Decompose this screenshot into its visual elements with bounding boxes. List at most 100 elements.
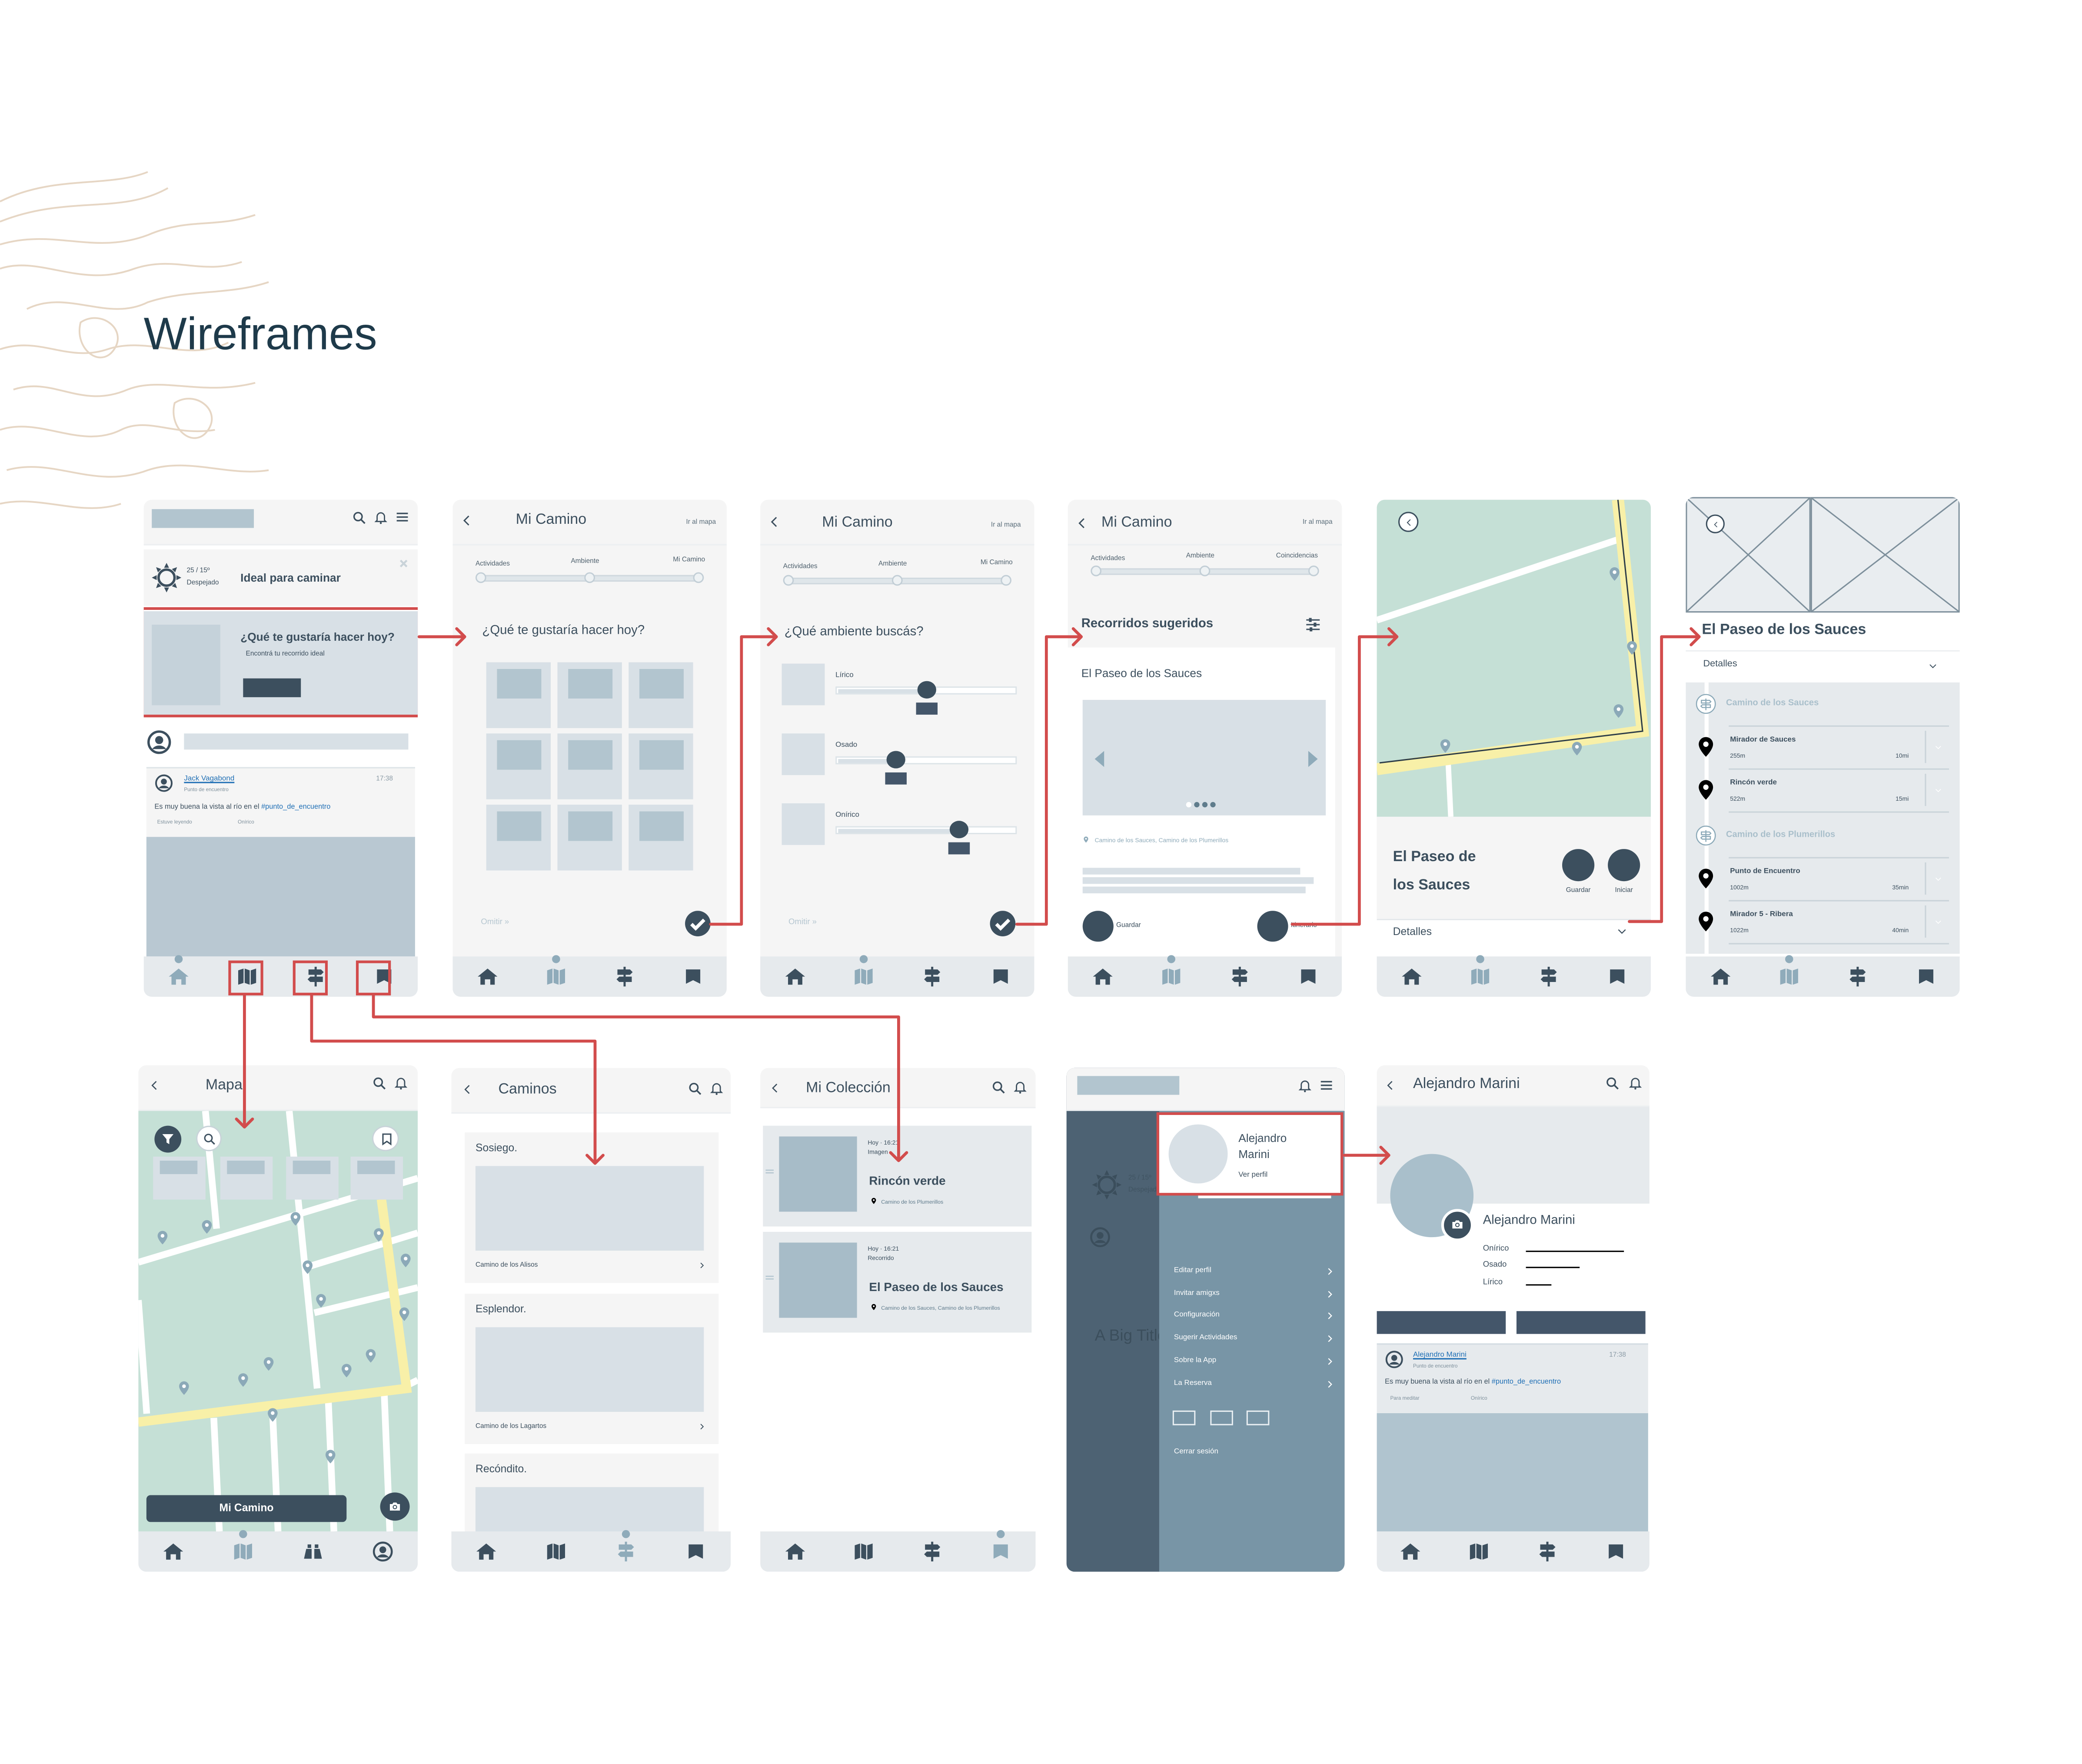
back-icon[interactable] xyxy=(149,1079,160,1092)
activity-tile[interactable] xyxy=(557,733,622,799)
back-icon[interactable] xyxy=(461,513,473,528)
menu-item[interactable]: Invitar amigxs xyxy=(1159,1287,1344,1303)
nav-map-button[interactable] xyxy=(1468,1541,1490,1562)
step-dot[interactable] xyxy=(475,572,486,583)
nav-map-button[interactable] xyxy=(545,955,566,987)
carousel-next-icon[interactable] xyxy=(1308,751,1318,767)
nav-binoculars-button[interactable] xyxy=(302,1541,323,1562)
nav-signpost-button[interactable] xyxy=(1846,966,1868,987)
route-card[interactable]: El Paseo de los Sauces Camino de los Sau… xyxy=(1068,647,1335,959)
map-pin-icon[interactable] xyxy=(199,1219,214,1236)
profile-tab-button[interactable] xyxy=(1516,1311,1646,1334)
activity-tile[interactable] xyxy=(486,733,551,799)
save-button[interactable] xyxy=(1082,911,1114,942)
map-pin-icon[interactable] xyxy=(1570,740,1584,757)
logout-button[interactable]: Cerrar sesión xyxy=(1174,1448,1218,1456)
map-search-button[interactable] xyxy=(196,1125,222,1152)
nav-bookmark-button[interactable] xyxy=(373,966,394,987)
promo-button[interactable] xyxy=(243,678,301,697)
nav-home-button[interactable] xyxy=(1091,966,1113,987)
nav-map-button[interactable] xyxy=(1469,955,1490,987)
menu-item[interactable]: La Reserva xyxy=(1159,1376,1344,1392)
bell-icon[interactable] xyxy=(709,1080,724,1096)
social-button[interactable] xyxy=(1210,1410,1233,1425)
view-profile-link[interactable]: Ver perfil xyxy=(1238,1171,1268,1180)
chevron-down-icon[interactable] xyxy=(1933,787,1944,794)
search-icon[interactable] xyxy=(688,1082,702,1096)
step-dot[interactable] xyxy=(693,572,704,583)
place-card[interactable] xyxy=(350,1156,403,1200)
activity-tile[interactable] xyxy=(629,733,693,799)
nav-map-button[interactable] xyxy=(852,955,874,987)
nav-signpost-button[interactable] xyxy=(921,966,942,987)
activity-tile[interactable] xyxy=(629,805,693,871)
map-pin-icon[interactable] xyxy=(265,1406,279,1424)
route-map[interactable] xyxy=(1377,499,1651,817)
activity-tile[interactable] xyxy=(486,662,551,728)
nav-map-button[interactable] xyxy=(233,1530,254,1562)
path-card[interactable]: Sosiego.Camino de los Alisos xyxy=(465,1132,719,1283)
menu-item[interactable]: Configuración xyxy=(1159,1309,1344,1325)
nav-signpost-button[interactable] xyxy=(613,966,635,987)
nav-bookmark-button[interactable] xyxy=(682,966,703,987)
mood-slider[interactable] xyxy=(835,756,1017,765)
promo-card[interactable]: ¿Qué te gustaría hacer hoy? Encontrá tu … xyxy=(143,611,418,716)
drag-handle-icon[interactable] xyxy=(764,1272,775,1283)
skip-button[interactable]: Omitir » xyxy=(788,919,817,927)
close-icon[interactable] xyxy=(399,559,409,569)
map-link[interactable]: Ir al mapa xyxy=(991,521,1021,529)
map-pin-icon[interactable] xyxy=(300,1259,315,1276)
search-icon[interactable] xyxy=(352,510,367,525)
filter-sliders-icon[interactable] xyxy=(1304,616,1322,632)
map-pin-icon[interactable] xyxy=(397,1305,412,1322)
map-link[interactable]: Ir al mapa xyxy=(686,518,716,527)
map-pin-icon[interactable] xyxy=(1610,702,1625,719)
map-pin-icon[interactable] xyxy=(399,1252,413,1269)
menu-item[interactable]: Sobre la App xyxy=(1159,1354,1344,1370)
menu-item[interactable]: Editar perfil xyxy=(1159,1264,1344,1280)
nav-home-button[interactable] xyxy=(163,1541,184,1562)
back-button[interactable] xyxy=(1398,512,1419,532)
nav-signpost-button[interactable] xyxy=(1228,966,1250,987)
nav-map-button[interactable] xyxy=(236,966,257,987)
bookmark-button[interactable] xyxy=(372,1125,399,1152)
skip-button[interactable]: Omitir » xyxy=(481,919,509,927)
post-hashtag[interactable]: #punto_de_encuentro xyxy=(1491,1378,1561,1387)
nav-bookmark-button[interactable] xyxy=(685,1541,706,1562)
nav-home-button[interactable] xyxy=(167,955,189,987)
nav-signpost-button[interactable] xyxy=(304,966,326,987)
map-pin-icon[interactable] xyxy=(156,1228,170,1246)
search-icon[interactable] xyxy=(1605,1076,1620,1091)
step-dot[interactable] xyxy=(891,575,903,586)
post-author-link[interactable]: Alejandro Marini xyxy=(1413,1351,1467,1360)
map-pin-icon[interactable] xyxy=(1608,566,1623,583)
step-dot[interactable] xyxy=(584,572,595,583)
bell-icon[interactable] xyxy=(393,1075,408,1091)
bell-icon[interactable] xyxy=(373,509,388,525)
search-icon[interactable] xyxy=(372,1076,387,1091)
nav-signpost-button[interactable] xyxy=(921,1541,943,1562)
post-author-link[interactable]: Jack Vagabond xyxy=(184,775,235,783)
nav-map-button[interactable] xyxy=(545,1541,567,1562)
map-pin-icon[interactable] xyxy=(177,1380,192,1397)
nav-bookmark-button[interactable] xyxy=(1915,966,1936,987)
back-button[interactable] xyxy=(1706,514,1725,533)
back-icon[interactable] xyxy=(768,515,781,529)
back-icon[interactable] xyxy=(462,1083,473,1096)
map-pin-icon[interactable] xyxy=(261,1355,276,1372)
nav-home-button[interactable] xyxy=(784,1541,805,1562)
nav-bookmark-button[interactable] xyxy=(1605,1541,1626,1562)
activity-tile[interactable] xyxy=(557,805,622,871)
back-icon[interactable] xyxy=(770,1082,781,1095)
map-pin-icon[interactable] xyxy=(1624,639,1639,656)
map-pin-icon[interactable] xyxy=(372,1227,386,1244)
step-dot[interactable] xyxy=(1091,566,1102,576)
nav-signpost-button[interactable] xyxy=(615,1530,636,1562)
back-icon[interactable] xyxy=(1076,516,1088,531)
place-card[interactable] xyxy=(220,1156,273,1200)
step-dot[interactable] xyxy=(783,575,794,586)
place-card[interactable] xyxy=(153,1156,206,1200)
nav-map-button[interactable] xyxy=(853,1541,874,1562)
path-card[interactable]: Esplendor.Camino de los Lagartos xyxy=(465,1293,719,1444)
